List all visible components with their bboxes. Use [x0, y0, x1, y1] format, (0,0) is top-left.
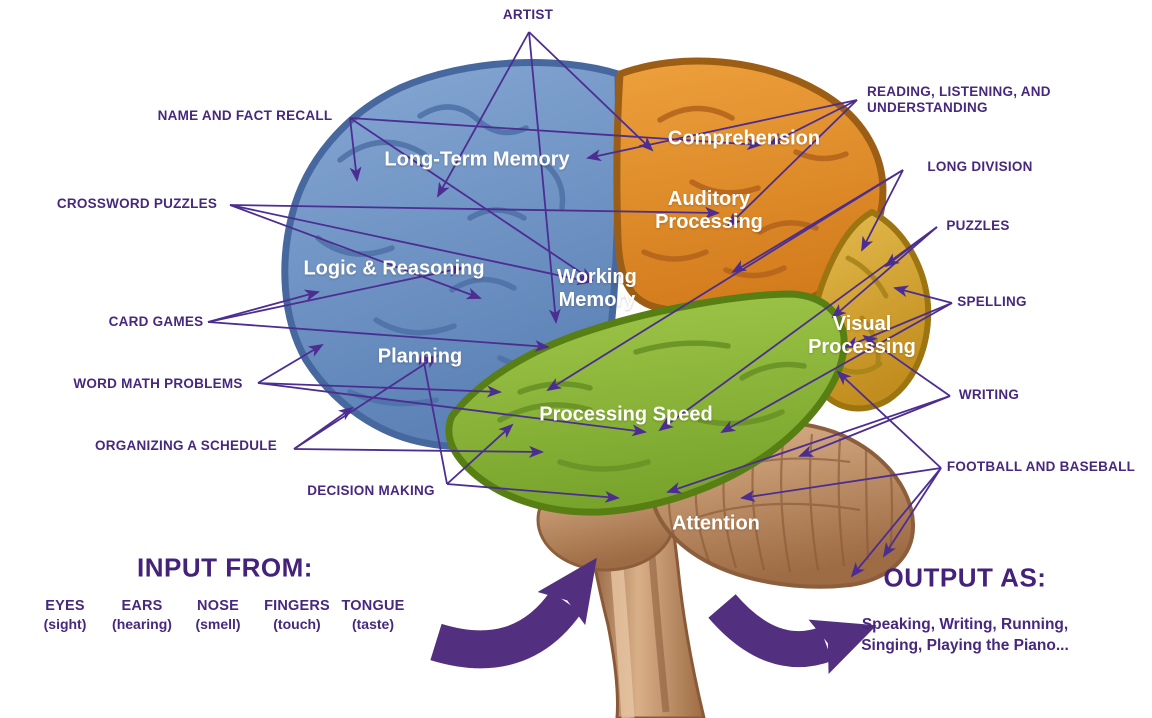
connector-arrow — [658, 226, 938, 432]
input-item-ears: EARS (hearing) — [112, 598, 172, 632]
connector-arrow — [349, 117, 762, 151]
input-sense: (taste) — [351, 616, 394, 632]
connector-arrow — [207, 264, 464, 323]
connector-arrow — [293, 354, 439, 450]
activity-label-long-division: LONG DIVISION — [927, 158, 1033, 174]
input-arrow — [430, 557, 597, 669]
activity-label-puzzles: PUZZLES — [946, 217, 1010, 233]
region-label-logic-reasoning: Logic & Reasoning — [303, 257, 485, 280]
input-organ: EARS — [121, 598, 163, 614]
connector-arrow — [446, 483, 620, 503]
activity-label-crossword-puzzles: CROSSWORD PUZZLES — [56, 195, 218, 211]
connector-arrow — [862, 334, 951, 397]
connector-arrow — [257, 382, 647, 437]
input-sense: (smell) — [195, 616, 241, 632]
connector-arrow — [293, 445, 544, 458]
connector-arrow — [726, 99, 858, 228]
connector-arrow — [229, 204, 482, 300]
region-label-long-term-memory: Long-Term Memory — [384, 148, 570, 171]
connector-arrow — [850, 467, 942, 578]
connector-arrow — [768, 99, 858, 145]
activity-label-word-math-problems: WORD MATH PROBLEMS — [73, 375, 243, 391]
activity-label-writing: WRITING — [958, 386, 1020, 402]
connector-arrow — [740, 467, 942, 502]
input-item-fingers: FINGERS (touch) — [264, 598, 330, 632]
activity-label-name-fact-recall: NAME AND FACT RECALL — [157, 107, 333, 123]
connector-arrow — [861, 169, 904, 252]
input-organ: TONGUE — [341, 598, 405, 614]
input-sense: (sight) — [43, 616, 87, 632]
connector-arrow — [882, 467, 942, 558]
region-label-comprehension: Comprehension — [667, 127, 821, 150]
region-label-attention: Attention — [672, 512, 760, 535]
input-organ: NOSE — [197, 598, 239, 614]
connector-arrow — [207, 289, 320, 323]
activity-label-spelling: SPELLING — [957, 293, 1027, 309]
input-item-nose: NOSE (smell) — [195, 598, 240, 632]
region-label-working-memory: Working Memory — [557, 266, 637, 311]
connector-arrow — [446, 423, 514, 485]
activity-label-artist: ARTIST — [502, 6, 554, 22]
region-label-auditory-processing: Auditory Processing — [655, 188, 763, 233]
connector-arrow — [893, 285, 953, 304]
activity-label-football-baseball: FOOTBALL AND BASEBALL — [946, 458, 1136, 474]
connector-arrow — [229, 204, 720, 219]
region-label-visual-processing: Visual Processing — [808, 313, 916, 358]
input-item-tongue: TONGUE (taste) — [342, 598, 405, 632]
input-from-title: INPUT FROM: — [137, 552, 313, 583]
input-organ: EYES — [45, 598, 85, 614]
connector-arrow — [586, 99, 858, 162]
connector-arrow — [831, 226, 938, 319]
input-sense: (hearing) — [112, 616, 172, 632]
output-arrow — [708, 593, 877, 674]
connector-arrow — [207, 321, 550, 353]
output-examples: Speaking, Writing, Running, Singing, Pla… — [861, 615, 1069, 657]
connector-arrow — [349, 117, 362, 182]
output-line-2: Singing, Playing the Piano... — [861, 637, 1069, 654]
connector-arrow — [257, 343, 324, 384]
region-label-planning: Planning — [377, 345, 463, 368]
connector-arrow — [528, 31, 654, 152]
connector-arrow — [546, 169, 904, 392]
input-item-eyes: EYES (sight) — [44, 598, 87, 632]
activity-label-decision-making: DECISION MAKING — [307, 482, 435, 498]
input-organ: FINGERS — [264, 598, 330, 614]
output-line-1: Speaking, Writing, Running, — [861, 616, 1069, 634]
connector-arrow — [437, 31, 530, 198]
output-as-title: OUTPUT AS: — [883, 562, 1047, 593]
connector-arrow — [666, 395, 951, 494]
connector-arrow — [798, 395, 951, 457]
connector-arrows — [207, 31, 953, 578]
activity-label-card-games: CARD GAMES — [108, 313, 204, 329]
activity-label-organizing-schedule: ORGANIZING A SCHEDULE — [94, 437, 278, 453]
connector-arrow — [349, 117, 594, 282]
connector-arrow — [836, 370, 942, 469]
region-label-processing-speed: Processing Speed — [539, 403, 713, 426]
activity-label-reading-listening: READING, LISTENING, AND UNDERSTANDING — [867, 84, 1051, 116]
connector-arrow — [229, 204, 592, 286]
connector-arrow — [418, 350, 448, 485]
connector-arrow — [257, 382, 502, 398]
input-sense: (touch) — [273, 616, 321, 632]
connector-arrow — [720, 302, 953, 433]
